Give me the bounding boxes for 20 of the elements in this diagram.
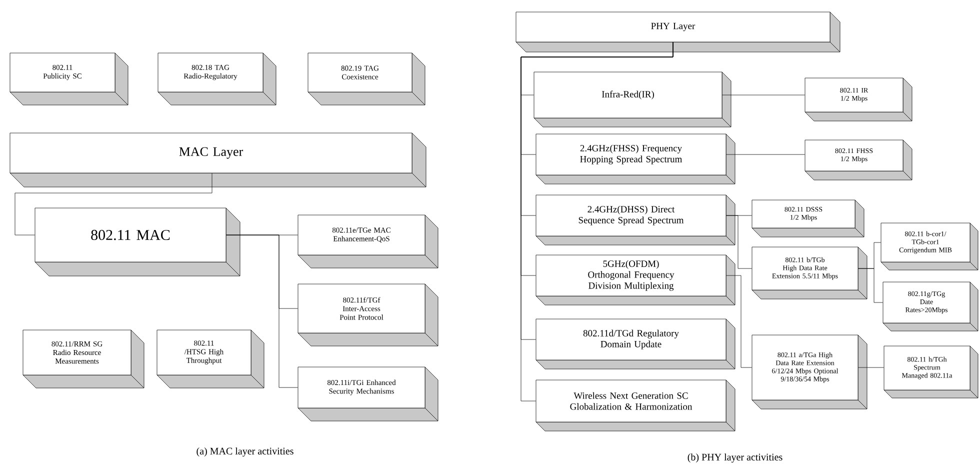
connector-line (14, 173, 212, 236)
figure-caption: (a) MAC layer activities (196, 447, 294, 457)
block-box: 802.11 MAC (34, 208, 240, 276)
block-box: 5GHz(OFDM) Orthogonal Frequency Division Multiplexing (536, 254, 736, 306)
block-box: Infra-Red(IR) (534, 72, 732, 128)
connector-line (726, 154, 805, 155)
connector-line (726, 215, 752, 269)
block-box: MAC Layer (10, 132, 426, 188)
connector-line (858, 268, 883, 303)
connector-line (520, 42, 674, 402)
connector-line (226, 234, 298, 388)
block-box: 802.11d/TGd Regulatory Domain Update (536, 318, 736, 370)
block-box: Wireless Next Generation SC Globalization & Harmonization (536, 380, 736, 432)
block-box: 2.4GHz(DHSS) Direct Sequence Spread Spectrum (536, 194, 736, 246)
connector-line (722, 94, 805, 96)
block-box: PHY Layer (516, 12, 840, 52)
block-box: 2.4GHz(FHSS) Frequency Hopping Spread Spectrum (536, 134, 736, 184)
connector-line (726, 275, 752, 368)
figure-caption: (b) PHY layer activities (688, 453, 782, 463)
connector-line (858, 367, 884, 368)
